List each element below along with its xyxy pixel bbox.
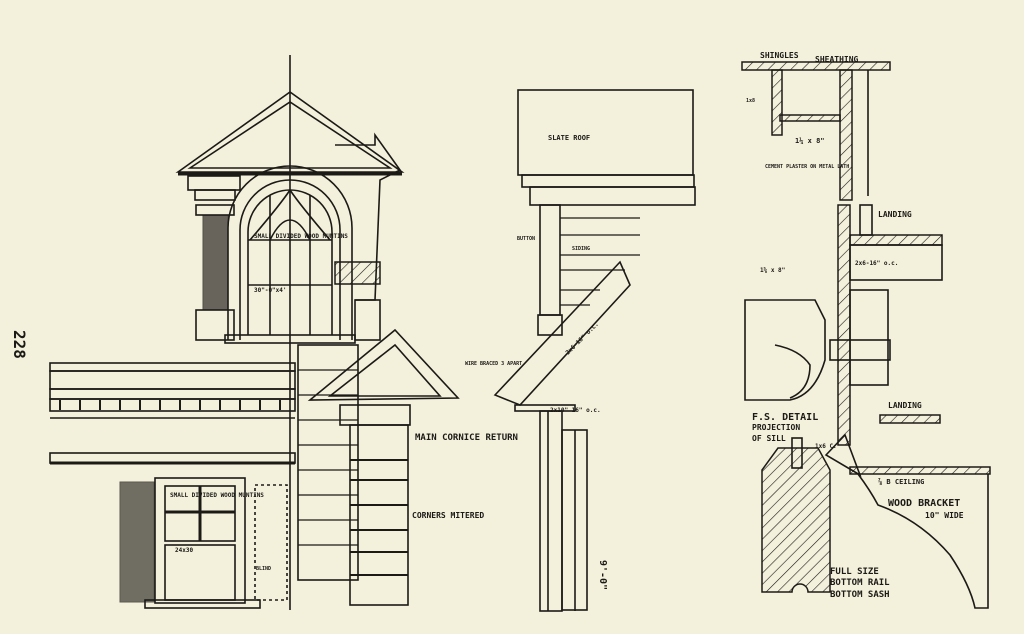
ceiling-label: ⅞ B CEILING	[878, 478, 924, 486]
window-sash-note: SMALL DIVIDED WOOD MUNTINS	[170, 492, 264, 499]
plaster-label: CEMENT PLASTER ON METAL LATH	[765, 164, 849, 170]
button-label: BUTTON	[517, 236, 535, 242]
sill-title-3: OF SILL	[752, 434, 786, 443]
fascia-label: 1x6 C.	[815, 443, 837, 450]
joists-label: 2x10" 16" o.c.	[550, 407, 601, 414]
small-dim-label: 1x8	[746, 98, 755, 104]
rail-label-3: BOTTOM SASH	[830, 590, 890, 600]
rail-label-1: FULL SIZE	[830, 567, 879, 577]
slate-roof-label: SLATE ROOF	[548, 134, 590, 142]
cornice-return-label: MAIN CORNICE RETURN	[415, 433, 518, 443]
bracket-label-1: WOOD BRACKET	[888, 498, 960, 509]
board-label: 1¼ x 8"	[795, 137, 825, 145]
bracing-label: WIRE BRACED 3 APART	[465, 361, 522, 367]
landing-top-label: LANDING	[878, 210, 912, 219]
sheathing-label: SHEATHING	[815, 55, 859, 64]
dormer-sash-note: SMALL DIVIDED WOOD MUNTINS	[254, 233, 348, 240]
window-sash-size: 24x30	[175, 547, 193, 554]
landing-joists-label: 2x6-16" o.c.	[855, 260, 898, 267]
wall-section: SLATE ROOF BUTTON SIDING 2x6-16" o.c. WI…	[465, 89, 696, 612]
height-label: 9'-0"	[597, 560, 608, 590]
landing-bottom-label: LANDING	[888, 401, 922, 410]
sill-title-1: F.S. DETAIL	[752, 412, 818, 423]
dormer-elevation: SMALL DIVIDED WOOD MUNTINS 30"-0"x4'	[175, 55, 405, 610]
stringer-label: 1⅝ x 8"	[760, 267, 785, 274]
siding-label: SIDING	[572, 246, 590, 252]
page-number: 228	[10, 330, 29, 359]
bracket-label-2: 10" WIDE	[925, 511, 964, 520]
rafters-label: 2x6-16" o.c.	[564, 321, 600, 357]
porch-detail: SHINGLES SHEATHING 1x8 1¼ x 8" CEMENT PL…	[741, 51, 991, 609]
blind-label: BLIND	[256, 566, 271, 572]
window-elevation: SMALL DIVIDED WOOD MUNTINS 24x30 BLIND	[119, 477, 288, 609]
main-cornice-elevation: MAIN CORNICE RETURN CORNERS MITERED	[49, 328, 518, 606]
dormer-sash-size: 30"-0"x4'	[254, 287, 287, 294]
sill-title-2: PROJECTION	[752, 423, 800, 432]
rail-label-2: BOTTOM RAIL	[830, 578, 890, 588]
shingles-label: SHINGLES	[760, 51, 799, 60]
corners-label: CORNERS MITERED	[412, 511, 484, 520]
